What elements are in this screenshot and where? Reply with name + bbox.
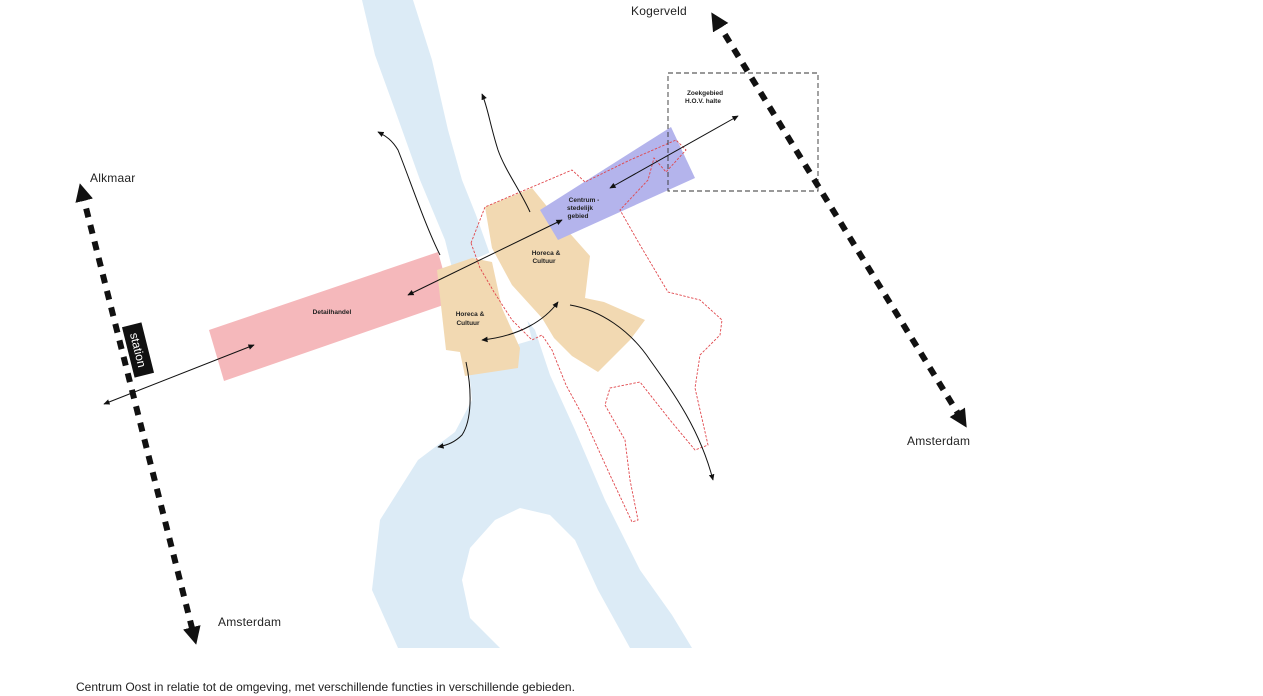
rail-route-west [75, 183, 201, 645]
arrow-south-west [437, 361, 471, 449]
zone-label-horeca-east-1: Horeca & [532, 250, 561, 257]
zone-label-centrum-1: Centrum - [569, 197, 600, 204]
zone-label-horeca-west-1: Horeca & [456, 311, 485, 318]
figure-caption: Centrum Oost in relatie tot de omgeving,… [76, 680, 575, 694]
arrow-north-west [377, 131, 441, 256]
place-amsterdam-south: Amsterdam [218, 615, 281, 629]
zone-label-detailhandel: Detailhandel [313, 309, 352, 316]
connection-arrows [103, 93, 739, 481]
map: Detailhandel Horeca & Cultuur Horeca & C… [75, 0, 970, 648]
zone-label-centrum-2: stedelijk [567, 205, 593, 212]
place-alkmaar: Alkmaar [90, 171, 135, 185]
place-amsterdam-east: Amsterdam [907, 434, 970, 448]
rail-route-east [711, 12, 967, 428]
zone-label-centrum-3: gebied [568, 213, 589, 220]
zone-label-horeca-west-2: Cultuur [456, 320, 480, 327]
rail-routes [75, 12, 967, 645]
water [362, 0, 692, 648]
station-block: station [122, 322, 154, 378]
arrow-north-center [481, 93, 531, 213]
arrow-station-detailhandel [103, 344, 255, 405]
place-kogerveld: Kogerveld [631, 4, 687, 18]
zone-detailhandel: Detailhandel [209, 252, 452, 381]
search-area-label-1: Zoekgebied [687, 90, 723, 97]
zone-label-horeca-east-2: Cultuur [532, 258, 556, 265]
arrow-detailhandel-centrum [407, 219, 563, 296]
arrow-south-east [569, 304, 715, 481]
search-area-label-2: H.O.V. halte [685, 98, 721, 105]
arrow-horeca-link [481, 301, 559, 343]
arrow-centrum-hov [609, 115, 739, 189]
